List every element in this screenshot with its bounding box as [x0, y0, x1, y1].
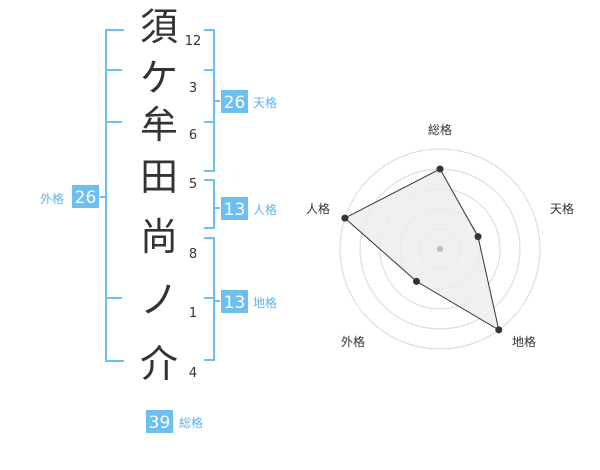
- radar-point: [412, 277, 420, 285]
- radar-label-jinkaku: 人格: [306, 201, 330, 216]
- stroke-count-3: 6: [189, 128, 197, 143]
- radar-label-soukaku: 総格: [428, 122, 452, 137]
- radar-point: [341, 214, 349, 222]
- radar-point: [474, 233, 482, 241]
- badge-gaikaku-value: 26: [75, 188, 97, 208]
- radar-polygon: [344, 168, 500, 331]
- badge-soukaku-value: 39: [149, 413, 171, 433]
- badge-tenkaku-value: 26: [224, 93, 246, 113]
- radar-chart: 総格 天格 地格 外格 人格: [306, 122, 574, 350]
- radar-label-tenkaku: 天格: [550, 201, 574, 216]
- badge-gaikaku: 外格 26: [40, 185, 99, 208]
- name-char-3: 牟: [140, 103, 178, 147]
- name-char-6: ノ: [140, 278, 178, 322]
- badge-soukaku: 39 総格: [146, 410, 203, 433]
- badge-jinkaku: 13 人格: [221, 197, 277, 220]
- stroke-count-1: 12: [185, 34, 202, 49]
- stroke-count-5: 8: [189, 247, 197, 262]
- stroke-count-6: 1: [189, 306, 197, 321]
- radar-grid-ring: [339, 148, 541, 350]
- radar-label-chikaku: 地格: [512, 334, 536, 349]
- badge-tenkaku: 26 天格: [221, 90, 277, 113]
- badge-jinkaku-label: 人格: [253, 202, 277, 217]
- jinkaku-bracket: [204, 179, 220, 229]
- badge-chikaku: 13 地格: [221, 290, 277, 313]
- name-char-2: ケ: [140, 56, 178, 100]
- badge-gaikaku-box: [72, 185, 99, 208]
- gaikaku-bracket: [100, 29, 124, 362]
- tenkaku-bracket: [204, 29, 220, 172]
- stroke-count-7: 4: [189, 366, 197, 381]
- left-divider-ticks: [106, 69, 122, 299]
- badge-jinkaku-value: 13: [224, 200, 246, 220]
- radar-axis-labels: 総格 天格 地格 外格 人格: [306, 122, 574, 349]
- stroke-count-4: 5: [189, 177, 197, 192]
- radar-center-dot: [437, 246, 443, 252]
- badge-tenkaku-label: 天格: [253, 95, 277, 110]
- name-char-5: 尚: [140, 215, 178, 259]
- chikaku-bracket: [204, 237, 220, 361]
- radar-point: [495, 326, 503, 334]
- name-char-4: 田: [140, 155, 178, 199]
- badge-jinkaku-box: [221, 197, 248, 220]
- radar-points: [341, 165, 503, 334]
- badge-chikaku-value: 13: [224, 293, 246, 313]
- stroke-counts: 12 3 6 5 8 1 4: [185, 34, 202, 381]
- radar-point: [436, 165, 444, 173]
- badge-tenkaku-box: [221, 90, 248, 113]
- badge-chikaku-box: [221, 290, 248, 313]
- name-char-7: 介: [140, 342, 178, 386]
- name-char-1: 須: [140, 5, 178, 49]
- badge-soukaku-label: 総格: [179, 415, 203, 430]
- badge-chikaku-label: 地格: [253, 295, 277, 310]
- name-characters: 須 ケ 牟 田 尚 ノ 介: [140, 5, 178, 386]
- stroke-count-2: 3: [189, 81, 197, 96]
- badge-soukaku-box: [146, 410, 173, 433]
- brackets: [100, 29, 220, 362]
- badge-gaikaku-label: 外格: [40, 191, 64, 206]
- radar-label-gaikaku: 外格: [341, 334, 365, 349]
